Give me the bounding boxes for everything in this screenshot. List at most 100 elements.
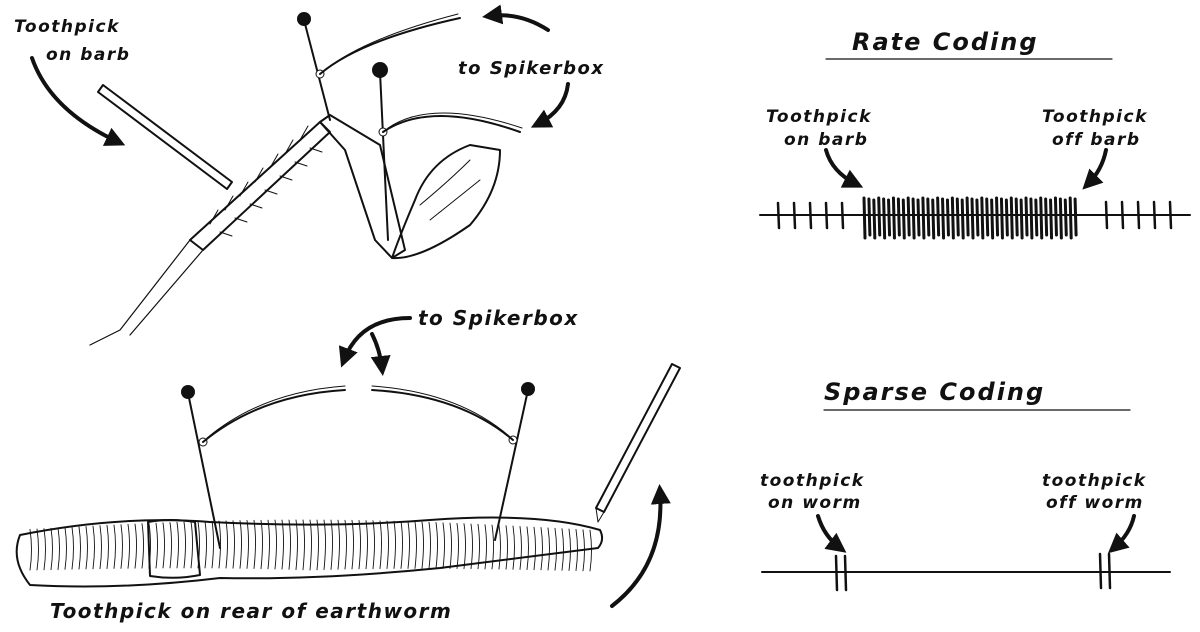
spike bbox=[1053, 196, 1058, 237]
cricket-spikerbox-label: to Spikerbox bbox=[458, 58, 605, 79]
worm-segment bbox=[239, 520, 242, 569]
spike bbox=[936, 196, 941, 237]
worm-segment bbox=[85, 525, 88, 570]
worm-segment bbox=[498, 524, 501, 570]
spike bbox=[985, 197, 990, 237]
worm-segment bbox=[582, 529, 585, 572]
spike bbox=[824, 201, 829, 230]
worm-spikerbox-label: to Spikerbox bbox=[418, 306, 579, 330]
worm-segment bbox=[295, 519, 298, 570]
worm-segment bbox=[330, 519, 333, 570]
spike bbox=[877, 196, 882, 237]
worm-segment bbox=[337, 519, 340, 570]
spike bbox=[776, 201, 781, 230]
worm-segment bbox=[57, 527, 60, 570]
worm-segment bbox=[141, 523, 144, 569]
sparse-on-label-line2: on worm bbox=[768, 493, 862, 513]
sparse-coding-title: Sparse Coding bbox=[824, 378, 1045, 406]
spike bbox=[1004, 198, 1009, 237]
worm-segment bbox=[281, 519, 284, 570]
rate-on-arrow bbox=[824, 148, 864, 188]
spike bbox=[1014, 197, 1019, 237]
spike bbox=[990, 198, 995, 240]
worm-segment bbox=[505, 525, 508, 570]
worm-segment bbox=[64, 527, 67, 570]
spike bbox=[916, 198, 921, 237]
worm-segment bbox=[253, 519, 256, 569]
worm-segment bbox=[561, 528, 564, 571]
spike bbox=[999, 197, 1004, 240]
spike bbox=[911, 197, 916, 240]
worm-segment bbox=[533, 526, 536, 571]
worm-segment bbox=[50, 527, 53, 571]
worm-segment bbox=[344, 519, 347, 570]
worm-segment bbox=[519, 525, 522, 570]
spike bbox=[1044, 197, 1049, 237]
spike bbox=[965, 196, 970, 237]
sparse-on-label-line1: toothpick bbox=[760, 471, 865, 491]
worm-segment bbox=[351, 519, 354, 570]
worm-segment bbox=[183, 521, 186, 569]
cricket-toothpick-label-line1: Toothpick bbox=[14, 17, 120, 37]
worm-segment bbox=[99, 525, 102, 570]
spike bbox=[840, 201, 845, 230]
spike bbox=[792, 201, 797, 230]
worm-segment bbox=[477, 523, 480, 570]
arrow-to-toothpick bbox=[30, 56, 126, 146]
worm-segment bbox=[568, 528, 571, 571]
spike bbox=[887, 198, 892, 237]
insect-leg-illustration bbox=[89, 12, 523, 346]
worm-segment bbox=[414, 521, 417, 569]
worm-segment bbox=[204, 520, 207, 569]
rate-off-arrow bbox=[1082, 148, 1108, 190]
rate-coding-title: Rate Coding bbox=[852, 28, 1039, 56]
spike bbox=[960, 198, 965, 240]
worm-segment bbox=[379, 520, 382, 570]
worm-segment bbox=[162, 522, 165, 569]
worm-segment bbox=[386, 520, 389, 569]
worm-segment bbox=[484, 524, 487, 570]
worm-segment bbox=[358, 520, 361, 570]
spike bbox=[1029, 197, 1034, 240]
worm-segment bbox=[78, 526, 81, 570]
worm-segment bbox=[225, 520, 228, 569]
worm-segment bbox=[323, 519, 326, 571]
spike bbox=[945, 198, 950, 237]
worm-segment bbox=[372, 520, 375, 570]
worm-segment bbox=[309, 519, 312, 571]
sparse-off-label-line1: toothpick bbox=[1042, 471, 1147, 491]
spike bbox=[901, 198, 906, 240]
spike bbox=[867, 197, 872, 237]
arrow-to-toothpick-worm bbox=[610, 484, 671, 608]
spike bbox=[980, 196, 985, 240]
sparse-off-label-line2: off worm bbox=[1046, 493, 1144, 513]
worm-segment bbox=[365, 520, 368, 570]
spike bbox=[872, 198, 877, 240]
worm-segment bbox=[449, 522, 452, 569]
spike bbox=[882, 197, 887, 240]
worm-segment bbox=[120, 524, 123, 569]
spike bbox=[1009, 196, 1014, 240]
worm-segment bbox=[316, 519, 319, 571]
spike bbox=[926, 197, 931, 237]
worm-segment bbox=[491, 524, 494, 570]
spike bbox=[921, 196, 926, 240]
spike bbox=[1152, 200, 1157, 230]
spike bbox=[843, 554, 848, 592]
worm-segment bbox=[470, 523, 473, 570]
spike bbox=[975, 198, 980, 237]
worm-segment bbox=[421, 521, 424, 569]
spike bbox=[1024, 196, 1029, 237]
spike bbox=[1168, 200, 1173, 230]
worm-segment bbox=[190, 521, 193, 569]
spike bbox=[1058, 197, 1063, 240]
sparse-spike-train bbox=[834, 552, 1112, 592]
worm-segment bbox=[400, 521, 403, 569]
worm-segment bbox=[134, 523, 137, 569]
cricket-toothpick-label-line2: on barb bbox=[46, 45, 130, 65]
arrow-spikerbox-right bbox=[370, 332, 391, 376]
worm-segment bbox=[246, 520, 249, 569]
worm-segment bbox=[106, 524, 109, 570]
toothpick-illustration bbox=[97, 84, 233, 190]
